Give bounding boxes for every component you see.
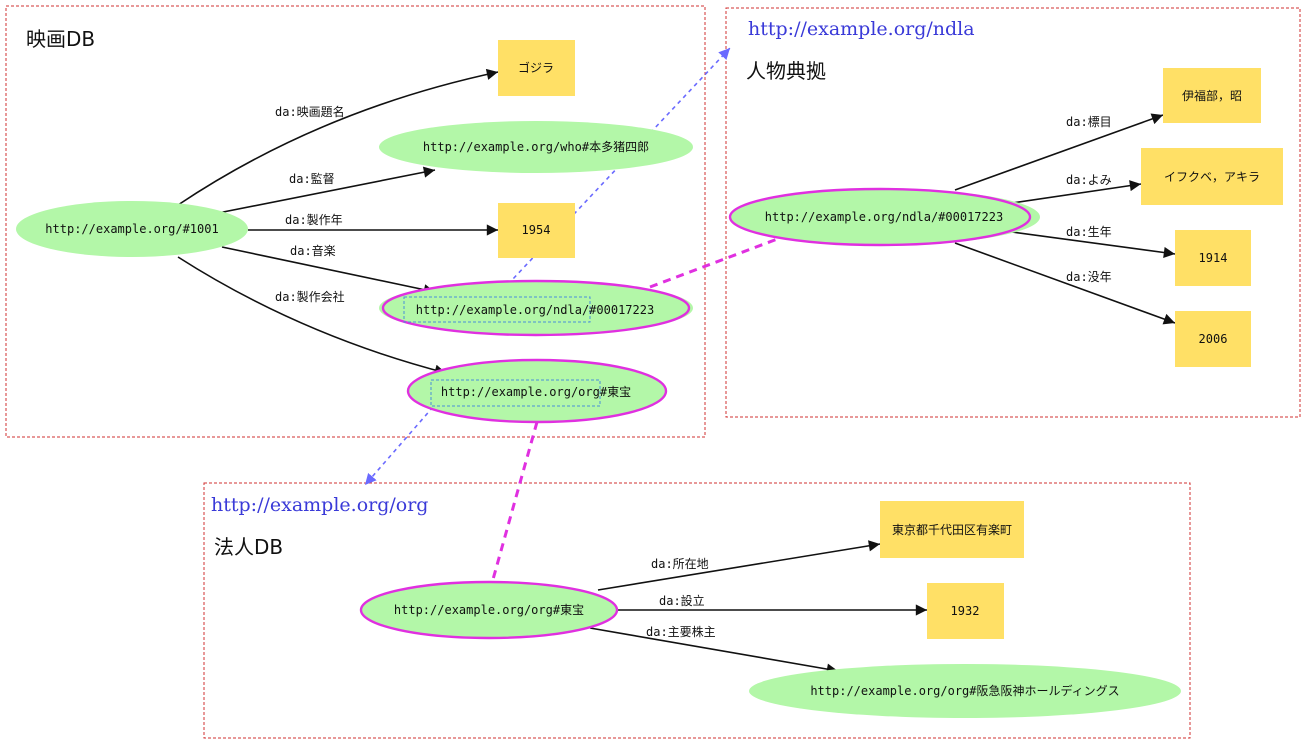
edge-shareholder — [589, 627, 839, 675]
node-address — [880, 501, 1024, 558]
node-death — [1175, 311, 1251, 367]
edge-label-company: da:製作会社 — [275, 289, 345, 304]
node-yomi-value — [1141, 148, 1283, 205]
node-founded — [927, 583, 1004, 639]
node-death-text: 2006 — [1199, 332, 1228, 346]
edge-label-shareholder: da:主要株主 — [646, 624, 716, 639]
node-birth — [1175, 230, 1251, 286]
ndla-frame — [725, 7, 1301, 418]
node-address-text: 東京都千代田区有楽町 — [892, 523, 1012, 537]
edge-location — [597, 540, 881, 591]
node-birth-text: 1914 — [1199, 251, 1228, 265]
movie-db-title: 映画DB — [26, 27, 95, 51]
ndla-title: 人物典拠 — [746, 59, 826, 83]
ndla-uri: http://example.org/ndla — [748, 18, 975, 40]
toho-ref-uri-box — [430, 379, 601, 407]
link-ifukube-ndla — [649, 236, 781, 289]
edge-label-yomi: da:よみ — [1066, 173, 1112, 187]
node-hankyu-label: http://example.org/org#阪急阪神ホールディングス — [810, 683, 1119, 698]
edge-music — [221, 246, 436, 296]
edge-label-title: da:映画題名 — [275, 104, 345, 119]
node-toho-ref-label: http://example.org/org#東宝 — [441, 385, 631, 399]
node-film — [16, 201, 248, 257]
node-godzilla — [498, 40, 575, 96]
edge-label-music: da:音楽 — [290, 243, 336, 258]
org-uri: http://example.org/org — [211, 494, 428, 516]
node-ifukube-ref — [379, 281, 693, 335]
edge-label-established: da:設立 — [659, 593, 705, 608]
edge-label-birth: da:生年 — [1066, 225, 1112, 239]
node-honda-label: http://example.org/who#本多猪四郎 — [423, 140, 649, 154]
link-org-namespace — [364, 406, 434, 486]
node-yomi-value-text: イフクベ，アキラ — [1164, 170, 1260, 184]
edge-label-director: da:監督 — [289, 171, 335, 186]
ifukube-ref-uri-box — [403, 296, 591, 323]
edge-label-hyomoku: da:標目 — [1066, 115, 1112, 129]
edge-label-year: da:製作年 — [285, 213, 343, 227]
edge-company — [177, 256, 447, 376]
org-title: 法人DB — [214, 535, 283, 559]
node-ifukube-ref-outline — [381, 279, 691, 337]
edge-death — [954, 242, 1176, 325]
edge-hyomoku — [954, 113, 1164, 191]
node-toho — [359, 580, 619, 640]
node-name-label-text: 伊福部，昭 — [1182, 88, 1242, 103]
node-1954 — [498, 203, 575, 258]
node-founded-text: 1932 — [951, 604, 980, 618]
node-honda — [379, 121, 693, 173]
node-1954-label: 1954 — [522, 223, 551, 237]
org-frame — [203, 482, 1191, 739]
link-toho-org — [490, 421, 539, 584]
node-film-label: http://example.org/#1001 — [45, 222, 218, 236]
node-ndla-person — [728, 187, 1032, 247]
node-ifukube-ref-label: http://example.org/ndla/#00017223 — [416, 303, 654, 317]
edge-title — [177, 68, 499, 206]
edge-yomi — [1011, 180, 1142, 204]
node-ndla-person-label: http://example.org/ndla/#00017223 — [765, 210, 1003, 224]
edge-label-location: da:所在地 — [651, 557, 709, 571]
node-name-label — [1163, 68, 1261, 123]
node-toho-label: http://example.org/org#東宝 — [394, 603, 584, 617]
edge-birth — [1011, 231, 1176, 259]
edge-director — [207, 166, 436, 216]
edge-label-death: da:没年 — [1066, 269, 1112, 284]
node-ndla-person-bg — [730, 189, 1040, 245]
node-godzilla-label: ゴジラ — [518, 60, 554, 75]
node-hankyu — [749, 664, 1181, 718]
